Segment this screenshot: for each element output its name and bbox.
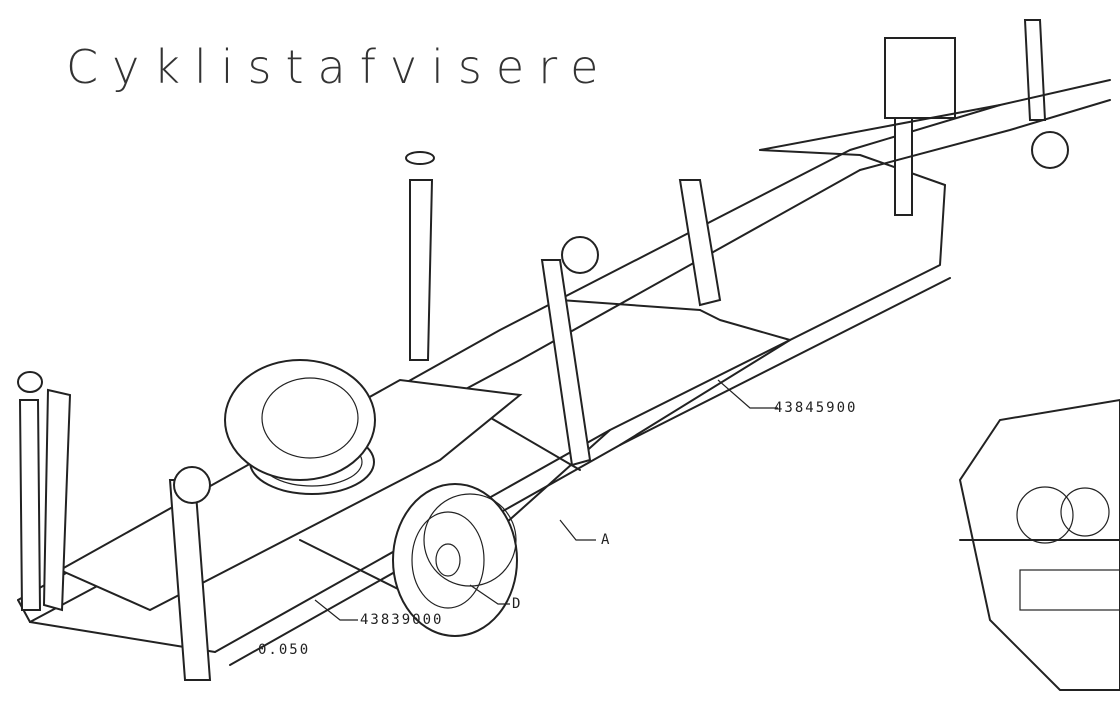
leader-lines bbox=[314, 379, 778, 621]
title-text: Cyklistafvisere bbox=[66, 40, 613, 94]
callout-detail-a: A bbox=[601, 532, 612, 548]
road-wheel bbox=[392, 483, 518, 637]
spare-wheel bbox=[224, 359, 376, 481]
drawbar bbox=[678, 79, 1111, 307]
detail-inset bbox=[958, 398, 1120, 691]
scale-label: 0.050 bbox=[258, 642, 311, 658]
callout-part-rear: 43845900 bbox=[774, 400, 858, 416]
callout-part-front: 43839000 bbox=[360, 612, 444, 628]
uprights bbox=[17, 19, 1069, 681]
callout-detail-d: D bbox=[512, 596, 523, 612]
